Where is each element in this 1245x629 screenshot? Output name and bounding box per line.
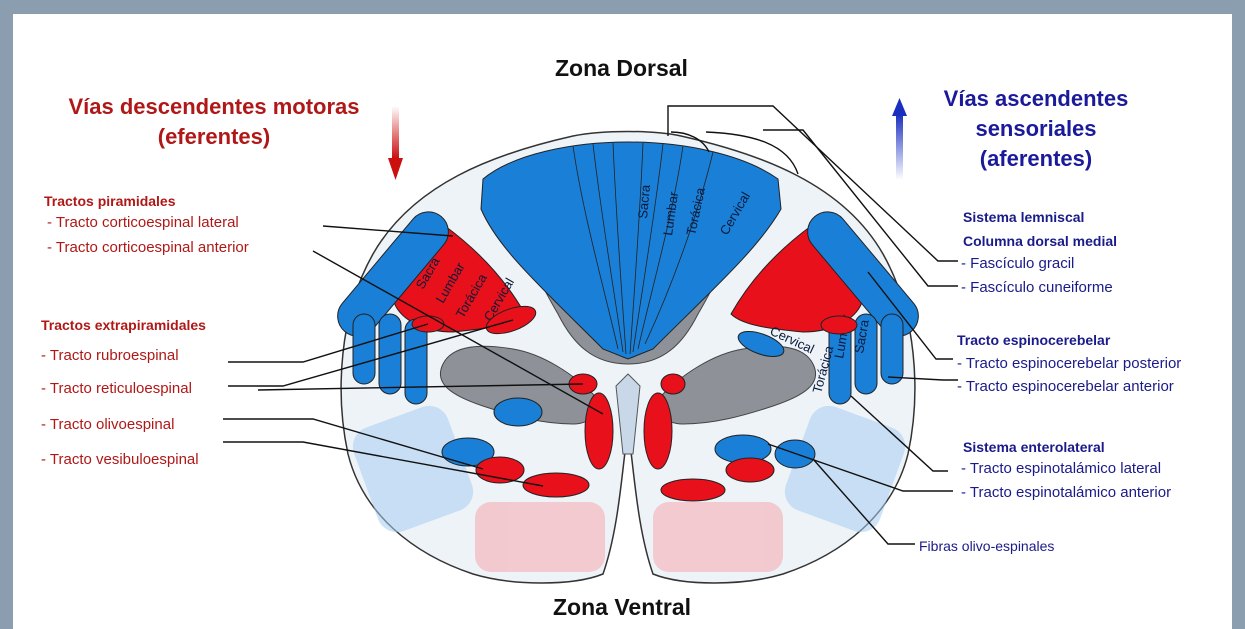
ascending-title: Vías ascendentes sensoriales (aferentes) bbox=[941, 84, 1131, 174]
corticoespinal-lateral-label: - Tracto corticoespinal lateral bbox=[47, 214, 239, 231]
diagram-canvas: Sacra Lumbar Torácica Cervical Sacra Lum… bbox=[13, 14, 1232, 629]
ascending-title-line1: Vías ascendentes bbox=[941, 84, 1131, 114]
fasciculo-cuneiforme-label: - Fascículo cuneiforme bbox=[961, 279, 1113, 296]
espinocerebelar-title: Tracto espinocerebelar bbox=[957, 332, 1110, 348]
espinotalamico-anterior-label: - Tracto espinotalámico anterior bbox=[961, 484, 1171, 501]
columna-dorsal-title: Columna dorsal medial bbox=[963, 233, 1117, 249]
corticoespinal-anterior-label: - Tracto corticoespinal anterior bbox=[47, 239, 249, 256]
zona-ventral-title: Zona Ventral bbox=[553, 594, 691, 621]
olivoespinal-label: - Tracto olivoespinal bbox=[41, 416, 174, 433]
enterolateral-title: Sistema enterolateral bbox=[963, 439, 1105, 455]
dorsal-sacra-label: Sacra bbox=[635, 183, 653, 219]
descending-title-line1: Vías descendentes motoras bbox=[58, 92, 370, 122]
descending-arrow-icon bbox=[388, 106, 403, 180]
fibras-olivo-espinales-label: Fibras olivo-espinales bbox=[919, 538, 1054, 554]
fasciculo-gracil-label: - Fascículo gracil bbox=[961, 255, 1074, 272]
zona-dorsal-title: Zona Dorsal bbox=[555, 55, 688, 82]
extrapiramidales-title: Tractos extrapiramidales bbox=[41, 317, 206, 333]
ascending-title-line3: (aferentes) bbox=[941, 144, 1131, 174]
espinocerebelar-anterior-label: - Tracto espinocerebelar anterior bbox=[957, 378, 1174, 395]
lemniscal-title: Sistema lemniscal bbox=[963, 209, 1084, 225]
reticuloespinal-label: - Tracto reticuloespinal bbox=[41, 380, 192, 397]
descending-title: Vías descendentes motoras (eferentes) bbox=[58, 92, 370, 152]
rubroespinal-label: - Tracto rubroespinal bbox=[41, 347, 179, 364]
ascending-arrow-icon bbox=[892, 98, 907, 180]
descending-title-line2: (eferentes) bbox=[58, 122, 370, 152]
ascending-title-line2: sensoriales bbox=[941, 114, 1131, 144]
vesibuloespinal-label: - Tracto vesibuloespinal bbox=[41, 451, 199, 468]
piramidales-title: Tractos piramidales bbox=[44, 193, 176, 209]
espinotalamico-lateral-label: - Tracto espinotalámico lateral bbox=[961, 460, 1161, 477]
espinocerebelar-posterior-label: - Tracto espinocerebelar posterior bbox=[957, 355, 1181, 372]
